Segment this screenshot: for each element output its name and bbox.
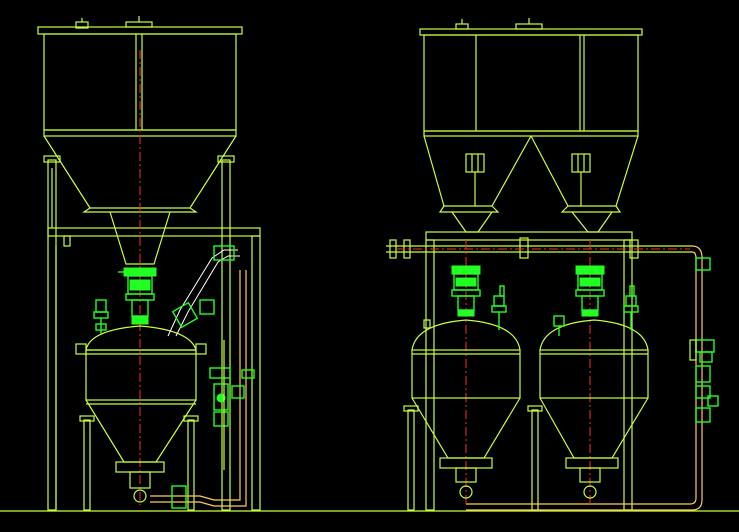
right-silo-top-nozzles — [455, 18, 543, 30]
left-feed-valve — [118, 267, 157, 325]
right-vessel-1 — [411, 265, 521, 499]
left-silo-top-nozzles — [75, 16, 153, 29]
right-silo-body — [419, 28, 643, 233]
right-conveying-line-valves — [689, 257, 719, 423]
left-pressure-vessel — [75, 325, 207, 503]
right-header-pipe — [386, 239, 703, 511]
right-support-frame — [403, 231, 633, 511]
left-discharge-line — [150, 270, 255, 509]
left-vent-line — [167, 245, 240, 337]
left-safety-valve — [93, 299, 109, 334]
left-support-frame — [43, 155, 261, 511]
single-hopper-unit — [37, 16, 261, 511]
right-vessel-2 — [539, 265, 649, 499]
twin-hopper-unit — [386, 18, 719, 511]
